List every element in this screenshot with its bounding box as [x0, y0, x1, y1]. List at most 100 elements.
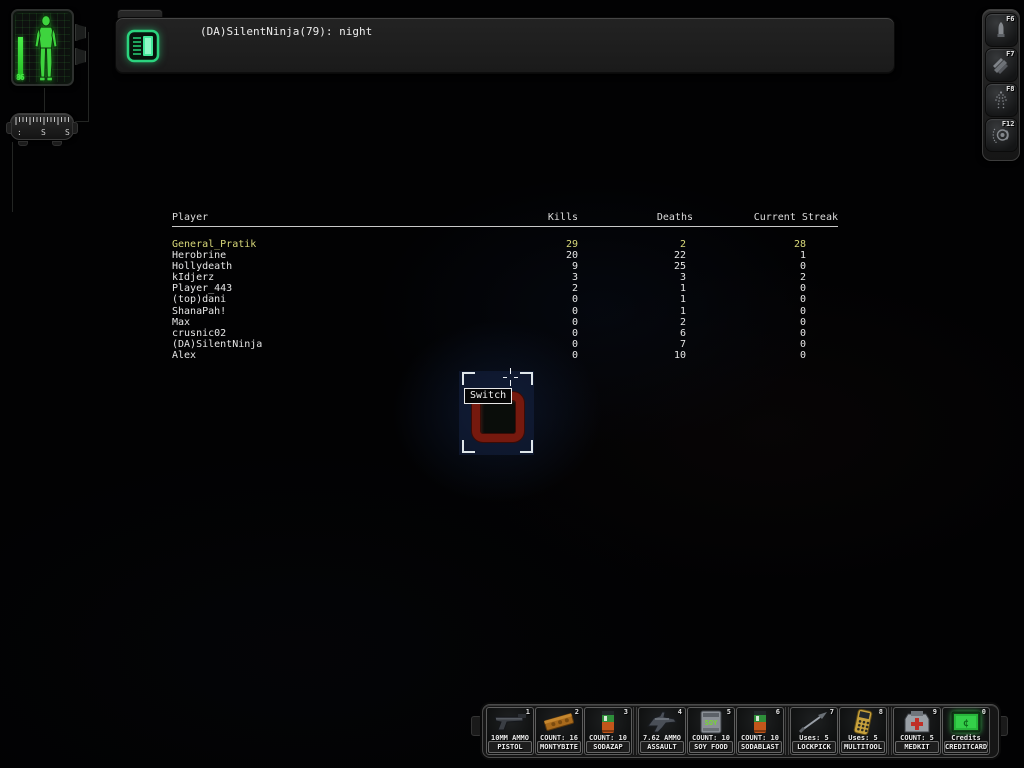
slot-number: 4 — [677, 708, 682, 716]
target-bracket-corner — [520, 440, 533, 453]
streak-value: 0 — [799, 327, 806, 339]
aug-fkey-label: F12 — [1001, 120, 1015, 128]
deaths-value: 1 — [679, 305, 686, 317]
streak-value: 0 — [799, 316, 806, 328]
compass-label: S — [41, 128, 46, 137]
slot-label: SODABLAST — [738, 741, 782, 753]
player-name: Max — [172, 316, 191, 328]
streak-value: 0 — [799, 349, 806, 361]
slot-number: 0 — [981, 708, 986, 716]
streak-value: 0 — [799, 283, 806, 295]
deaths-value: 7 — [679, 338, 686, 350]
slot-label: LOCKPICK — [792, 741, 836, 753]
slot-label: CREDITCARD — [944, 741, 988, 753]
slot-info: Credits — [951, 734, 981, 742]
streak-value: 28 — [793, 239, 806, 250]
health-panel: 86 — [11, 9, 74, 86]
hud-connector-line — [88, 32, 89, 122]
kills-value: 0 — [571, 305, 578, 317]
panel-clip — [75, 24, 86, 41]
kills-value: 20 — [565, 250, 578, 262]
slot-info: 7.62 AMMO — [643, 734, 681, 742]
slot-label: PISTOL — [488, 741, 532, 753]
scoreboard-header-deaths: Deaths — [656, 212, 693, 223]
soda-can-icon — [589, 709, 627, 735]
aug-fkey-label: F8 — [1006, 85, 1015, 93]
slot-label: MONTYBITE — [537, 741, 581, 753]
comm-message-icon — [126, 29, 160, 63]
kills-value: 0 — [571, 338, 578, 350]
aug-slot-f8[interactable]: F8 — [984, 83, 1018, 117]
hud-connector-line — [44, 88, 45, 113]
deaths-value: 25 — [673, 261, 686, 273]
player-name: crusnic02 — [172, 327, 227, 339]
kills-value: 0 — [571, 327, 578, 339]
aug-slot-f6[interactable]: F6 — [984, 13, 1018, 47]
player-name: Herobrine — [172, 250, 227, 262]
slot-info: 10MM AMMO — [491, 734, 529, 742]
svg-text:SOY: SOY — [705, 719, 718, 727]
creditcard-icon: ¢ — [947, 709, 985, 735]
player-name: Player_443 — [172, 283, 233, 295]
player-name: (top)dani — [172, 294, 227, 306]
deaths-value: 2 — [679, 239, 686, 250]
deaths-value: 2 — [679, 316, 686, 328]
player-name: (DA)SilentNinja — [172, 338, 263, 350]
aug-fkey-label: F6 — [1006, 15, 1015, 23]
inventory-divider — [785, 707, 789, 755]
aug-slot-f12[interactable]: F12 — [984, 118, 1018, 152]
slot-number: 5 — [726, 708, 731, 716]
lockpick-icon — [795, 709, 833, 735]
slot-info: Uses: 5 — [848, 734, 878, 742]
inventory-divider — [888, 707, 892, 755]
kills-value: 9 — [571, 261, 578, 273]
slot-info: COUNT: 10 — [589, 734, 627, 742]
crosshair-icon — [510, 380, 511, 386]
deaths-value: 3 — [679, 272, 686, 284]
deaths-value: 22 — [673, 250, 686, 262]
slot-label: MULTITOOL — [841, 741, 885, 753]
kills-value: 29 — [565, 239, 578, 250]
pistol-icon — [491, 709, 529, 735]
compass: : S S — [6, 113, 78, 140]
streak-value: 0 — [799, 305, 806, 317]
slot-number: 2 — [574, 708, 579, 716]
deaths-value: 10 — [673, 349, 686, 361]
deaths-value: 6 — [679, 327, 686, 339]
candybar-icon — [540, 709, 578, 735]
target-bracket-corner — [462, 440, 475, 453]
chat-message: (DA)SilentNinja(79): night — [200, 25, 373, 38]
slot-number: 1 — [525, 708, 530, 716]
target-bracket-corner — [462, 372, 475, 385]
aug-slot-f7[interactable]: F7 — [984, 48, 1018, 82]
panel-clip — [75, 48, 86, 65]
multitool-icon — [844, 708, 882, 736]
soda-can-icon — [741, 709, 779, 735]
deaths-value: 1 — [679, 294, 686, 306]
slot-number: 7 — [829, 708, 834, 716]
slot-number: 6 — [775, 708, 780, 716]
player-name: Alex — [172, 349, 197, 361]
player-name: Hollydeath — [172, 261, 233, 273]
slot-number: 3 — [623, 708, 628, 716]
slot-info: COUNT: 16 — [540, 734, 578, 742]
slot-info: COUNT: 5 — [900, 734, 934, 742]
slot-label: MEDKIT — [895, 741, 939, 753]
